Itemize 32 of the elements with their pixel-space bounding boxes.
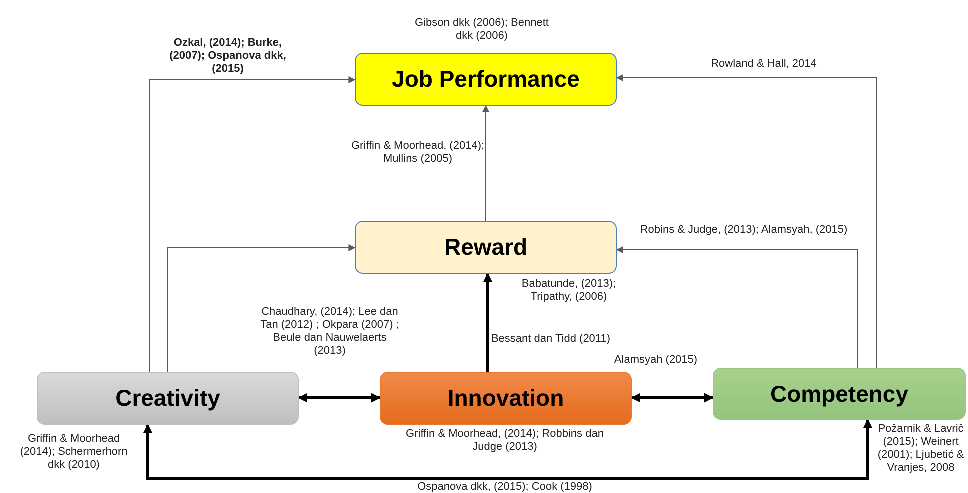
outcome-box bbox=[355, 53, 617, 106]
arrow bbox=[168, 244, 356, 372]
arrow bbox=[298, 393, 381, 403]
arrow bbox=[483, 273, 493, 372]
citation: Robins & Judge, (2013); Alamsyah, (2015) bbox=[639, 224, 849, 237]
citation: Bessant dan Tidd (2011) bbox=[490, 333, 612, 346]
citation: Rowland & Hall, 2014 bbox=[710, 58, 818, 71]
citation: Požarnik & Lavrič (2015); Weinert (2001); Ljubetić & Vranjes, 2008 bbox=[876, 423, 966, 475]
citation: Ozkal, (2014); Burke, (2007); Ospanova dkk, (2015) bbox=[168, 37, 288, 76]
reward-box bbox=[355, 221, 617, 274]
factor-box bbox=[713, 368, 966, 420]
citation: Gibson dkk (2006); Bennett dkk (2006) bbox=[414, 17, 550, 43]
factor-box bbox=[380, 372, 632, 425]
citation: Alamsyah (2015) bbox=[613, 354, 699, 367]
arrow bbox=[631, 393, 714, 403]
node-label: Creativity bbox=[116, 385, 220, 412]
citation: Ospanova dkk, (2015); Cook (1998) bbox=[416, 481, 594, 493]
arrow bbox=[616, 246, 858, 368]
arrow bbox=[150, 76, 356, 372]
arrow bbox=[616, 74, 878, 368]
node-label: Reward bbox=[444, 234, 528, 261]
citation: Griffin & Moorhead (2014); Schermerhorn dkk (2010) bbox=[19, 433, 129, 472]
arrow bbox=[143, 419, 873, 480]
citation: Griffin & Moorhead, (2014); Mullins (2005) bbox=[350, 140, 486, 166]
factor-box bbox=[37, 372, 299, 425]
citation: Chaudhary, (2014); Lee dan Tan (2012) ; Okpara (2007) ; Beule dan Nauwelaerts (2013) bbox=[260, 306, 400, 358]
node-label: Innovation bbox=[448, 385, 564, 412]
citation: Griffin & Moorhead, (2014); Robbins dan Judge (2013) bbox=[405, 428, 605, 454]
node-label: Job Performance bbox=[392, 66, 580, 93]
node-label: Competency bbox=[770, 380, 909, 408]
arrow bbox=[482, 105, 490, 222]
citation: Babatunde, (2013); Tripathy, (2006) bbox=[520, 278, 618, 304]
